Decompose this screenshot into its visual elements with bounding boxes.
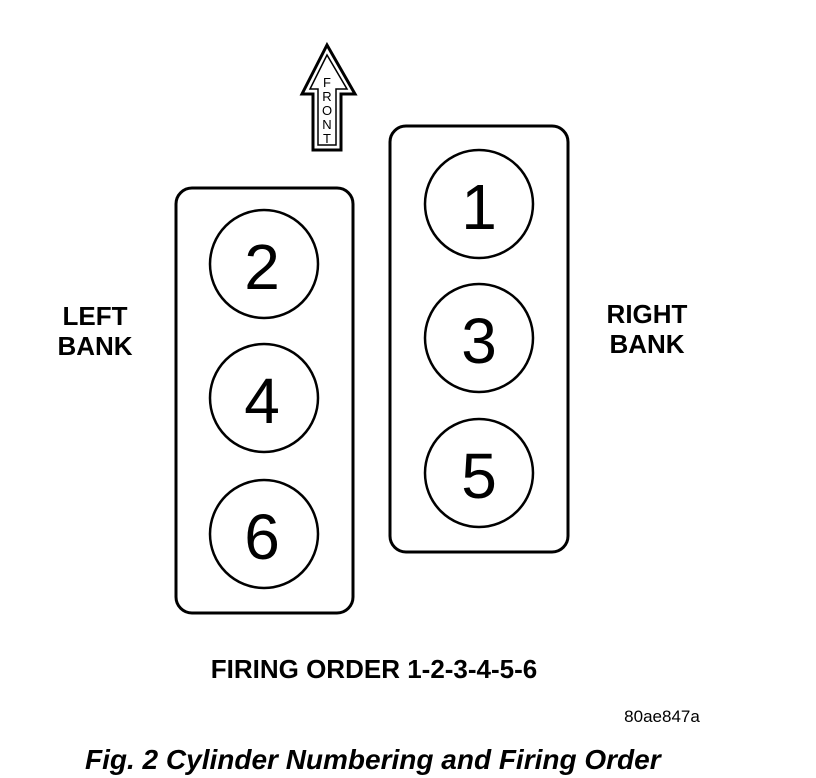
cylinder-circle: [208, 478, 320, 590]
cylinder-circle: [208, 208, 320, 320]
cylinder-4: 4: [208, 342, 320, 454]
cylinder-number: 4: [244, 365, 280, 437]
right-bank-outline: [388, 124, 570, 554]
cylinder-3: 3: [423, 282, 535, 394]
left-bank-block: 2 4 6: [174, 186, 355, 615]
right-bank-label-line-1: RIGHT: [607, 299, 688, 329]
front-letter: T: [323, 131, 331, 146]
cylinder-circle: [208, 342, 320, 454]
cylinder-number: 6: [244, 501, 280, 573]
right-bank-block: 1 3 5: [388, 124, 570, 554]
cylinder-2: 2: [208, 208, 320, 320]
right-bank-label-line-2: BANK: [609, 329, 684, 359]
cylinder-number: 1: [461, 171, 497, 243]
cylinder-6: 6: [208, 478, 320, 590]
cylinder-number: 3: [461, 305, 497, 377]
left-bank-label-line-2: BANK: [57, 331, 132, 361]
front-letter: F: [323, 75, 331, 90]
figure-caption: Fig. 2 Cylinder Numbering and Firing Ord…: [85, 744, 663, 775]
cylinder-circle: [423, 282, 535, 394]
cylinder-number: 2: [244, 231, 280, 303]
front-arrow-outline: [299, 41, 358, 152]
left-bank-label-line-1: LEFT: [63, 301, 128, 331]
cylinder-number: 5: [461, 440, 497, 512]
front-arrow: F R O N T: [299, 41, 358, 152]
front-letter: N: [322, 117, 331, 132]
firing-order-label: FIRING ORDER 1-2-3-4-5-6: [211, 654, 538, 684]
front-letter: O: [322, 103, 332, 118]
cylinder-5: 5: [423, 417, 535, 529]
reference-code: 80ae847a: [624, 707, 700, 726]
left-bank-outline: [174, 186, 355, 615]
cylinder-circle: [423, 417, 535, 529]
front-arrow-inner: [308, 53, 349, 146]
cylinder-1: 1: [423, 148, 535, 260]
cylinder-circle: [423, 148, 535, 260]
front-letter: R: [322, 89, 331, 104]
